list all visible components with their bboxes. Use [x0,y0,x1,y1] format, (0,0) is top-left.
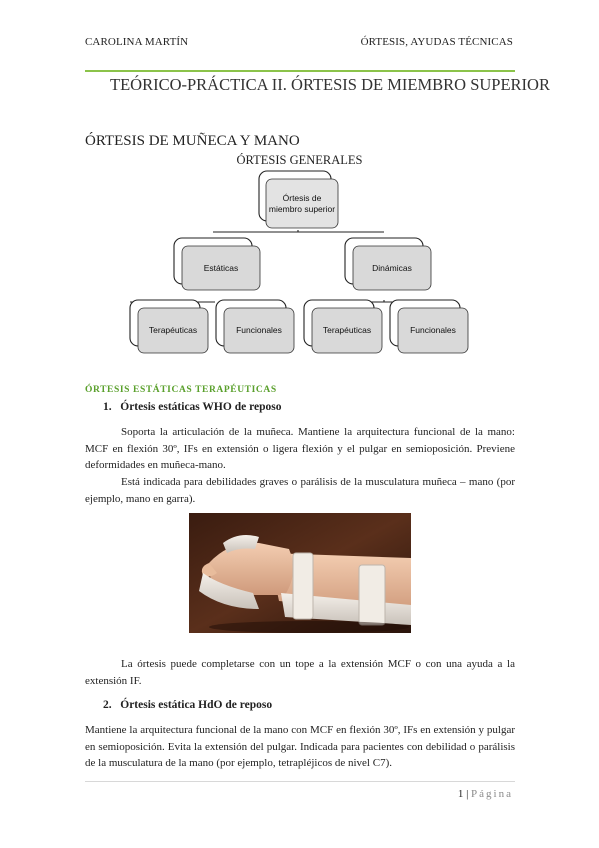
node-dinamicas-funcionales [389,299,469,354]
item-2-heading: 2. Órtesis estática HdO de reposo [103,699,273,711]
node-dinamicas-funcionales-label: Funcionales [410,325,456,336]
page-title: TEÓRICO-PRÁCTICA II. ÓRTESIS DE MIEMBRO … [110,75,550,94]
node-dinamicas-label: Dinámicas [372,262,412,273]
page-footer: 1 | Página [458,788,513,800]
node-estaticas [173,237,261,291]
node-dinamicas-terapeuticas-label: Terapéuticas [322,325,372,336]
page-number: 1 [457,788,464,800]
item-1-paragraph-1: Soporta la articulación de la muñeca. Ma… [85,426,515,471]
header-subject: ÓRTESIS, AYUDAS TÉCNICAS [360,36,513,48]
header-author: CAROLINA MARTÍN [85,36,189,48]
subsection-title: ÓRTESIS ESTÁTICAS TERAPÉUTICAS [85,385,277,395]
node-root [258,170,339,229]
footer-divider [85,781,515,782]
node-estaticas-label: Estáticas [203,262,239,273]
connector-root [213,230,384,233]
diagram-title: ÓRTESIS GENERALES [236,153,363,167]
node-dinamicas-terapeuticas [303,299,383,354]
wrist-orthosis-photo [189,513,411,633]
node-dinamicas [344,237,432,291]
node-estaticas-funcionales [215,299,295,354]
footer-separator: | [466,788,469,800]
node-estaticas-terapeuticas [129,299,209,354]
node-root-label: Órtesis de miembro superior [268,193,336,214]
header-divider [85,70,515,72]
node-estaticas-funcionales-label: Funcionales [236,325,282,336]
item-2-paragraph-1: Mantiene la arquitectura funcional de la… [85,724,515,769]
section-title: ÓRTESIS DE MUÑECA Y MANO [85,133,300,149]
item-1-paragraph-3: La órtesis puede completarse con un tope… [85,658,515,687]
item-1-heading: 1. Órtesis estáticas WHO de reposo [103,401,282,413]
node-estaticas-terapeuticas-label: Terapéuticas [148,325,198,336]
page-word: Página [471,788,513,800]
item-1-paragraph-2: Está indicada para debilidades graves o … [85,476,515,505]
